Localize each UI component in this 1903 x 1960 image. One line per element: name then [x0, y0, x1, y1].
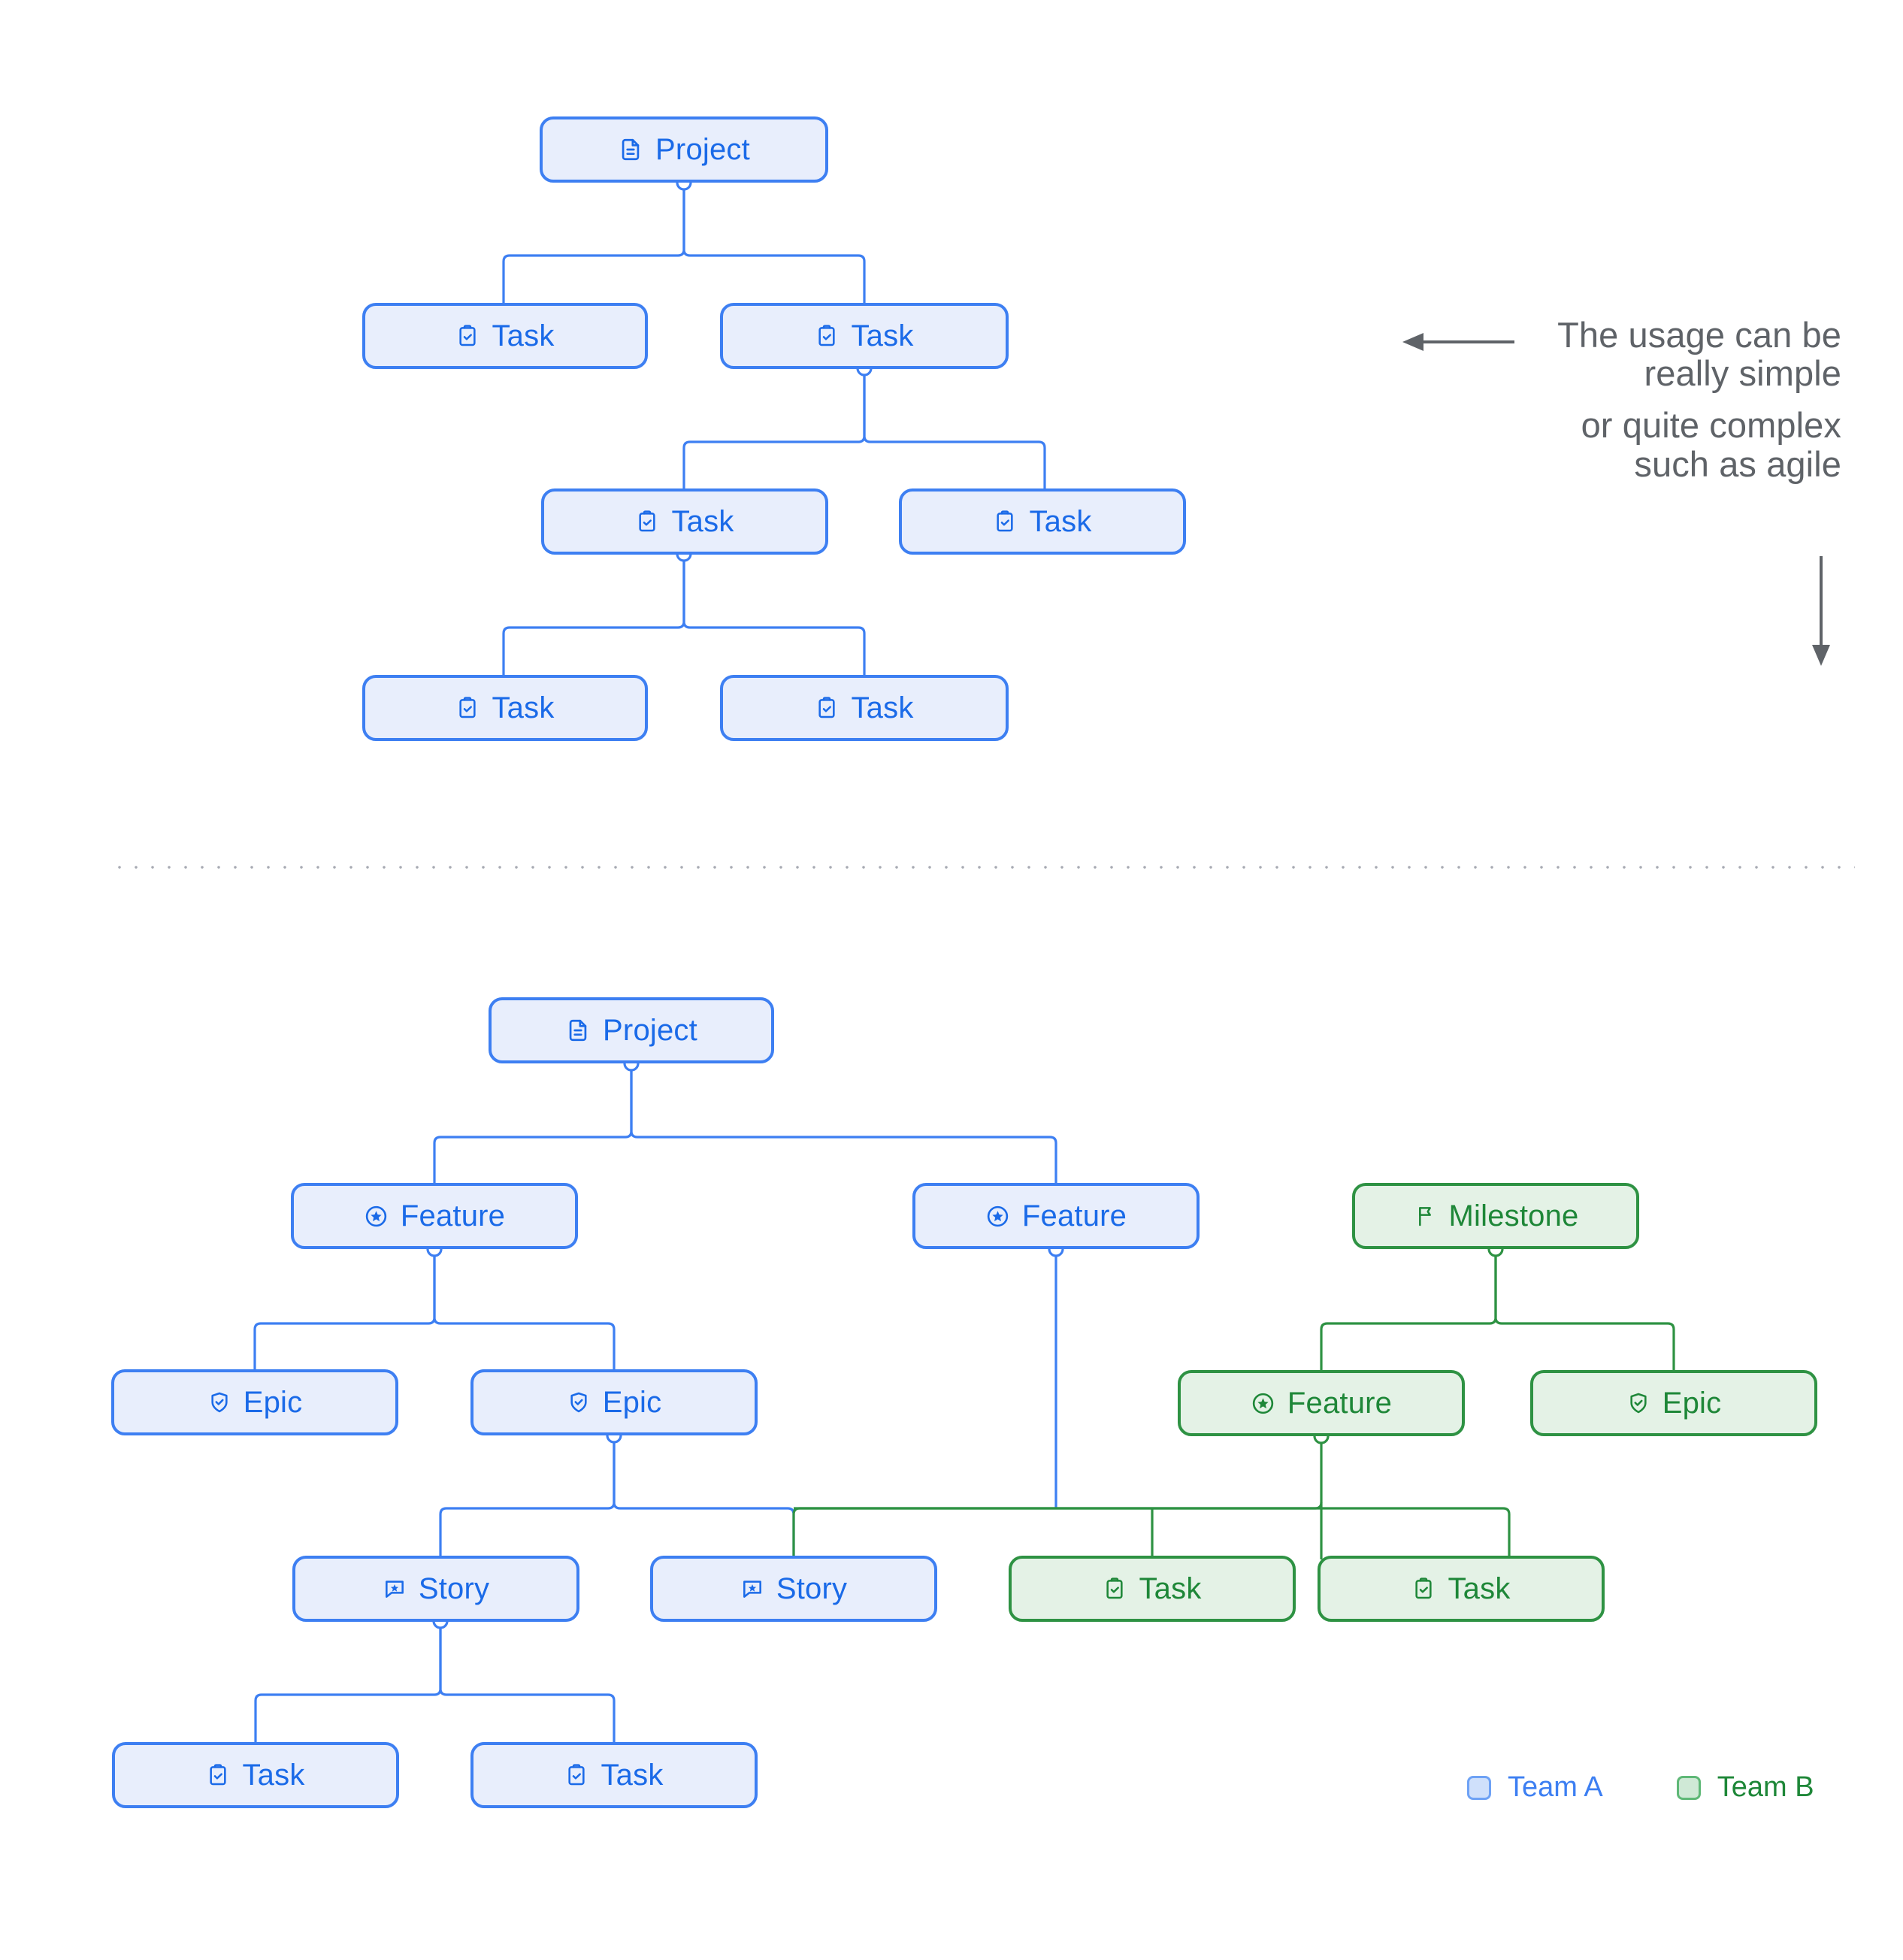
clipboard-check-icon: [1103, 1577, 1127, 1601]
star-circle-icon: [985, 1204, 1010, 1229]
node-green-epic[interactable]: Epic: [1530, 1370, 1817, 1436]
edge-story1-task2: [439, 1621, 616, 1745]
annotation-text: The usage can be really simple or quite …: [1112, 316, 1841, 483]
node-project[interactable]: Project: [540, 116, 828, 183]
edge-project-task2: [682, 183, 866, 307]
node-label: Project: [655, 133, 750, 166]
edge-task2-task4: [863, 368, 1046, 492]
node-label: Task: [492, 319, 555, 352]
node-task-a2[interactable]: Task: [720, 303, 1009, 369]
edge-project-task1: [502, 183, 685, 307]
flag-icon: [1413, 1204, 1437, 1228]
legend-swatch-icon: [1676, 1775, 1701, 1800]
annotation-line-4: such as agile: [1634, 443, 1841, 484]
shield-check-icon: [207, 1390, 231, 1414]
edge-gfeature-bus-left: [792, 1436, 1323, 1559]
clipboard-check-icon: [455, 696, 480, 720]
node-label: Task: [242, 1759, 305, 1792]
star-circle-icon: [364, 1204, 389, 1229]
annotation-spacer: [1112, 392, 1841, 406]
node-bproject[interactable]: Project: [489, 997, 774, 1063]
document-icon: [618, 137, 643, 162]
node-green-task-2[interactable]: Task: [1318, 1556, 1605, 1622]
node-label: Epic: [243, 1386, 303, 1419]
node-label: Epic: [1662, 1387, 1722, 1420]
node-label: Task: [492, 691, 555, 724]
node-label: Epic: [602, 1386, 662, 1419]
section-divider: [111, 866, 1855, 869]
arrow-down-icon: [1812, 556, 1830, 666]
node-green-task-1[interactable]: Task: [1009, 1556, 1296, 1622]
annotation-line-1: The usage can be: [1557, 315, 1841, 355]
legend-label: Team A: [1508, 1771, 1603, 1803]
node-label: Story: [418, 1572, 490, 1605]
edge-epic2-story1: [439, 1435, 616, 1559]
clipboard-check-icon: [815, 324, 839, 348]
arrow-left-icon: [1402, 333, 1514, 351]
node-task-c1[interactable]: Task: [362, 675, 648, 741]
clipboard-check-icon: [993, 510, 1017, 534]
node-story-1[interactable]: Story: [292, 1556, 579, 1622]
node-label: Milestone: [1448, 1199, 1579, 1233]
node-green-feature[interactable]: Feature: [1178, 1370, 1465, 1436]
clipboard-check-icon: [635, 510, 659, 534]
node-label: Task: [671, 505, 734, 538]
clipboard-check-icon: [815, 696, 839, 720]
edge-bproject-feature2: [630, 1063, 1057, 1187]
legend-label: Team B: [1717, 1771, 1814, 1803]
node-feature-1[interactable]: Feature: [291, 1183, 578, 1249]
edge-bus-right-drop: [1502, 1507, 1511, 1559]
shield-check-icon: [1626, 1391, 1650, 1415]
node-label: Task: [851, 691, 914, 724]
node-label: Task: [1448, 1572, 1511, 1605]
legend-item-team-b[interactable]: Team B: [1676, 1771, 1814, 1804]
clipboard-check-icon: [206, 1763, 230, 1787]
node-label: Feature: [1021, 1199, 1127, 1233]
node-label: Feature: [1287, 1387, 1393, 1420]
edge-feature1-epic1: [253, 1249, 436, 1374]
story-bubble-icon: [383, 1577, 407, 1601]
node-label: Task: [601, 1759, 664, 1792]
node-label: Task: [1029, 505, 1092, 538]
star-circle-icon: [1251, 1391, 1275, 1416]
annotation-line-2: really simple: [1644, 353, 1841, 394]
document-icon: [565, 1018, 591, 1043]
node-label: Task: [851, 319, 914, 352]
legend-item-team-a[interactable]: Team A: [1467, 1771, 1603, 1804]
story-bubble-icon: [740, 1577, 764, 1601]
node-label: Story: [776, 1572, 848, 1605]
node-epic-1[interactable]: Epic: [111, 1369, 398, 1435]
node-label: Feature: [400, 1199, 506, 1233]
node-milestone[interactable]: Milestone: [1352, 1183, 1639, 1249]
edge-task3-task5: [502, 554, 685, 676]
legend: Team A Team B: [1467, 1771, 1814, 1804]
shield-check-icon: [567, 1390, 591, 1414]
annotation-line-3: or quite complex: [1581, 405, 1841, 446]
edge-milestone-gepic: [1494, 1249, 1675, 1375]
node-label: Project: [603, 1014, 697, 1047]
edge-task2-task3: [682, 368, 866, 492]
legend-swatch-icon: [1467, 1775, 1491, 1800]
edge-story1-task1: [254, 1621, 442, 1745]
edge-milestone-gfeature: [1320, 1249, 1497, 1375]
edge-epic2-story2: [613, 1435, 795, 1559]
node-blue-task-1[interactable]: Task: [112, 1742, 399, 1808]
edge-feature1-epic2: [433, 1249, 616, 1374]
node-blue-task-2[interactable]: Task: [470, 1742, 758, 1808]
clipboard-check-icon: [1411, 1577, 1436, 1601]
clipboard-check-icon: [564, 1763, 588, 1787]
node-story-2[interactable]: Story: [650, 1556, 937, 1622]
clipboard-check-icon: [455, 324, 480, 348]
node-epic-2[interactable]: Epic: [470, 1369, 758, 1435]
node-task-b1[interactable]: Task: [541, 488, 828, 555]
edge-bproject-feature1: [433, 1063, 633, 1187]
node-feature-2[interactable]: Feature: [912, 1183, 1200, 1249]
edge-task3-task6: [682, 554, 866, 676]
node-label: Task: [1139, 1572, 1202, 1605]
node-task-c2[interactable]: Task: [720, 675, 1009, 741]
node-task-a1[interactable]: Task: [362, 303, 648, 369]
node-task-b2[interactable]: Task: [899, 488, 1186, 555]
